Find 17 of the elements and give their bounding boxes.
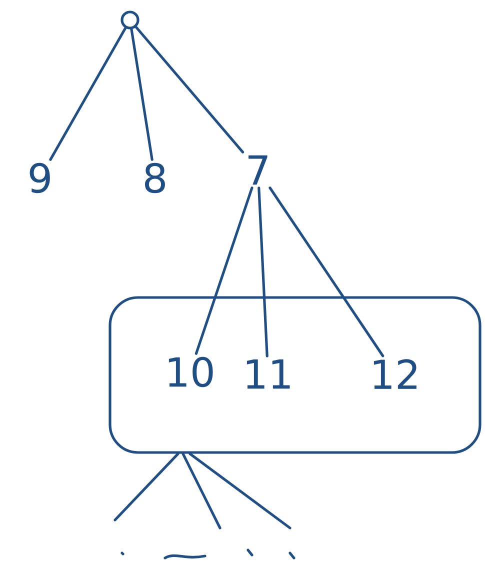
circle-node — [120, 10, 140, 30]
digit-label: 12 — [374, 359, 416, 389]
tree-line — [114, 452, 180, 522]
tree-line — [49, 26, 127, 161]
digit-label: 7 — [248, 155, 268, 185]
digit-label: 9 — [30, 162, 50, 194]
tree-line — [188, 452, 292, 530]
digit-label: 11 — [246, 359, 290, 389]
tree-line — [268, 186, 384, 358]
tree-line — [182, 452, 222, 530]
tree-line — [130, 28, 154, 161]
digit-label: 8 — [145, 162, 165, 194]
tree-line — [194, 186, 254, 355]
enclosing-box — [108, 296, 482, 454]
tree-line — [134, 26, 244, 154]
digit-label: 10 — [168, 356, 213, 388]
tree-line — [258, 186, 268, 358]
